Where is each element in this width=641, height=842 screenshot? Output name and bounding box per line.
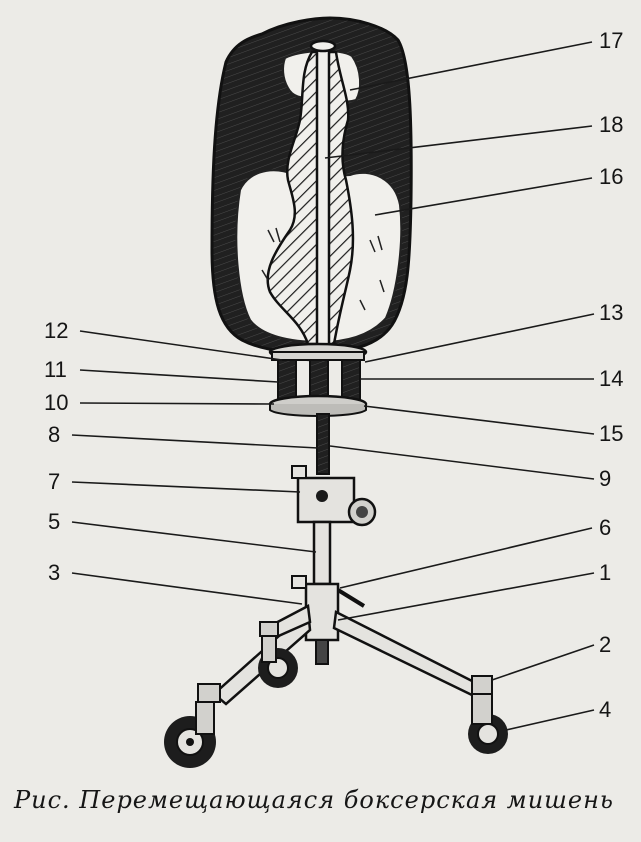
callout-5: 5 — [48, 509, 60, 534]
callout-14: 14 — [599, 366, 623, 391]
callout-3: 3 — [48, 560, 60, 585]
column — [312, 520, 332, 586]
stand-upper — [291, 413, 377, 586]
spring-left — [277, 359, 297, 401]
lock-handle — [336, 588, 366, 608]
threaded-rod — [316, 413, 330, 475]
callout-2: 2 — [599, 632, 611, 657]
callout-12: 12 — [44, 318, 68, 343]
spring-mount — [268, 342, 368, 417]
bag-core-section — [266, 50, 355, 346]
wheel-front-left — [164, 701, 216, 768]
spring-right — [341, 359, 361, 401]
callout-4: 4 — [599, 697, 611, 722]
callout-18: 18 — [599, 112, 623, 137]
callout-15: 15 — [599, 421, 623, 446]
spring-center — [309, 359, 329, 401]
stand-base — [164, 575, 508, 768]
wheel-back — [258, 635, 298, 688]
figure-caption: Рис. Перемещающаяся боксерская мишень — [14, 786, 614, 814]
callout-6: 6 — [599, 515, 611, 540]
center-rod — [315, 42, 331, 350]
callout-13: 13 — [599, 300, 623, 325]
callout-9: 9 — [599, 466, 611, 491]
punching-bag — [210, 16, 413, 355]
callout-1: 1 — [599, 560, 611, 585]
callout-10: 10 — [44, 390, 68, 415]
callout-8: 8 — [48, 422, 60, 447]
callout-7: 7 — [48, 469, 60, 494]
callout-labels: 17 18 16 12 13 11 14 10 15 8 9 7 5 6 3 1… — [44, 28, 623, 722]
callout-16: 16 — [599, 164, 623, 189]
callout-17: 17 — [599, 28, 623, 53]
leader-lines — [71, 41, 595, 731]
wheel-right — [468, 693, 508, 754]
callout-11: 11 — [44, 357, 67, 382]
leg-right — [332, 610, 480, 698]
